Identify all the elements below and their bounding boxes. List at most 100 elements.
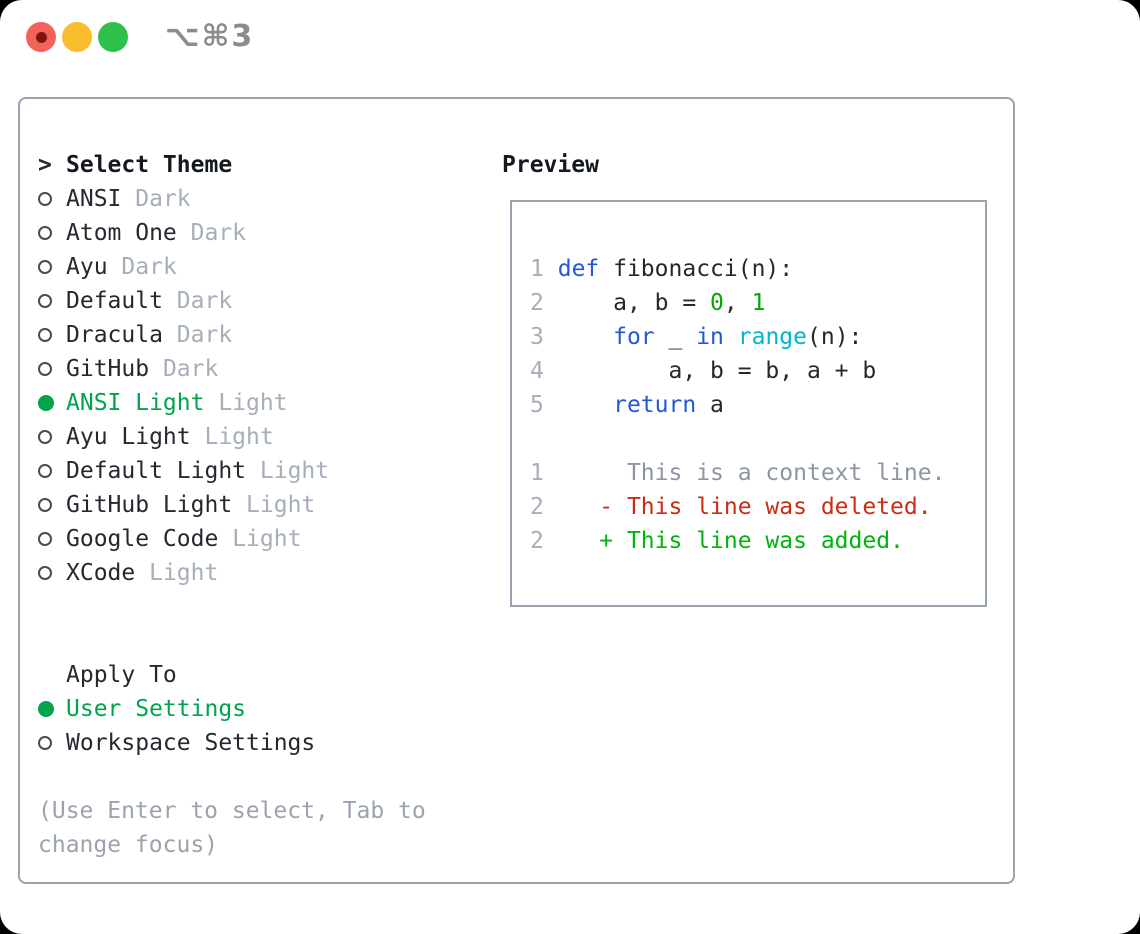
code-token: _ <box>654 324 697 350</box>
code-token: a, b = b, a + b <box>557 358 877 384</box>
theme-option-default-dark[interactable]: Default Dark <box>38 284 426 318</box>
theme-option-google-code[interactable]: Google Code Light <box>38 522 426 556</box>
theme-variant: Dark <box>176 322 233 348</box>
radio-selected-icon <box>38 701 66 717</box>
theme-variant: Dark <box>176 288 233 314</box>
radio-unselected-icon <box>38 736 66 750</box>
code-token <box>558 392 613 418</box>
apply-to-header: Apply To <box>38 658 426 692</box>
line-number: 1 <box>530 256 544 282</box>
theme-label: ANSI <box>66 186 122 212</box>
radio-unselected-icon <box>38 430 66 444</box>
code-token: a <box>696 392 724 418</box>
code-line: 3 for _ in range(n): <box>530 320 985 354</box>
theme-option-ayu-light[interactable]: Ayu Light Light <box>38 420 426 454</box>
theme-label: Dracula <box>66 322 163 348</box>
code-line: 2 a, b = 0, 1 <box>530 286 985 320</box>
theme-variant: Light <box>218 390 288 416</box>
line-number: 2 <box>530 528 544 554</box>
keyword-token: return <box>613 392 697 418</box>
theme-variant: Light <box>204 424 274 450</box>
radio-unselected-icon <box>38 260 66 274</box>
radio-unselected-icon <box>38 532 66 546</box>
theme-variant: Dark <box>190 220 247 246</box>
literal-token: 0 <box>710 290 724 316</box>
radio-unselected-icon <box>38 294 66 308</box>
diff-deleted-line: 2 - This line was deleted. <box>530 490 985 524</box>
theme-option-github-dark[interactable]: GitHub Dark <box>38 352 426 386</box>
theme-option-ansi-dark[interactable]: ANSI Dark <box>38 182 426 216</box>
theme-variant: Light <box>232 526 302 552</box>
keyword-token: def <box>557 256 600 282</box>
theme-label: Default <box>66 288 163 314</box>
line-number: 2 <box>530 290 544 316</box>
window-titlebar: ⌥⌘3 <box>0 0 1140 75</box>
radio-unselected-icon <box>38 566 66 580</box>
apply-option-workspace-settings[interactable]: Workspace Settings <box>38 726 426 760</box>
help-text-line2: change focus) <box>38 832 219 858</box>
diff-context-text: This is a context line. <box>557 460 946 486</box>
radio-unselected-icon <box>38 226 66 240</box>
theme-option-ansi-light[interactable]: ANSI Light Light <box>38 386 426 420</box>
line-number: 4 <box>530 358 544 384</box>
radio-unselected-icon <box>38 192 66 206</box>
traffic-lights <box>26 22 128 52</box>
theme-label: GitHub <box>66 356 150 382</box>
diff-added-line: 2 + This line was added. <box>530 524 985 558</box>
code-line: 5 return a <box>530 388 985 422</box>
preview-title: Preview <box>502 152 599 178</box>
code-token <box>724 324 738 350</box>
theme-label: XCode <box>66 560 136 586</box>
code-line: 1 def fibonacci(n): <box>530 252 985 286</box>
apply-to-title: Apply To <box>66 662 177 688</box>
keyword-token: in <box>696 324 724 350</box>
minimize-button[interactable] <box>62 22 92 52</box>
theme-variant: Dark <box>162 356 219 382</box>
theme-option-atom-one-dark[interactable]: Atom One Dark <box>38 216 426 250</box>
theme-label: Ayu Light <box>66 424 191 450</box>
theme-variant: Light <box>149 560 219 586</box>
code-token <box>558 324 613 350</box>
theme-label: ANSI Light <box>66 390 205 416</box>
theme-label: GitHub Light <box>66 492 233 518</box>
radio-unselected-icon <box>38 328 66 342</box>
theme-option-ayu-dark[interactable]: Ayu Dark <box>38 250 426 284</box>
line-number: 1 <box>530 460 544 486</box>
zoom-button[interactable] <box>98 22 128 52</box>
diff-added-text: + This line was added. <box>557 528 904 554</box>
radio-selected-icon <box>38 395 66 411</box>
code-token: , <box>723 290 752 316</box>
literal-token: 1 <box>751 290 766 316</box>
theme-label: Google Code <box>66 526 219 552</box>
radio-unselected-icon <box>38 498 66 512</box>
code-token: fibonacci(n): <box>599 256 794 282</box>
theme-option-default-light[interactable]: Default Light Light <box>38 454 426 488</box>
theme-option-github-light[interactable]: GitHub Light Light <box>38 488 426 522</box>
theme-variant: Light <box>246 492 316 518</box>
apply-option-user-settings[interactable]: User Settings <box>38 692 426 726</box>
theme-list-header: > Select Theme <box>38 148 426 182</box>
theme-list-title: Select Theme <box>66 152 233 178</box>
theme-variant: Dark <box>121 254 177 280</box>
theme-picker-panel: > Select Theme ANSI Dark Atom One Dark A… <box>18 97 1015 884</box>
diff-context-line: 1 This is a context line. <box>530 456 985 490</box>
close-button[interactable] <box>26 22 56 52</box>
theme-option-dracula-dark[interactable]: Dracula Dark <box>38 318 426 352</box>
theme-label: Atom One <box>66 220 177 246</box>
diff-deleted-text: - This line was deleted. <box>557 494 932 520</box>
radio-unselected-icon <box>38 464 66 478</box>
line-number: 2 <box>530 494 544 520</box>
line-number: 5 <box>530 392 544 418</box>
help-text-line1: (Use Enter to select, Tab to <box>38 798 426 824</box>
theme-label: Ayu <box>66 254 108 280</box>
help-text: (Use Enter to select, Tab to change focus… <box>38 794 426 862</box>
window-shortcut-label: ⌥⌘3 <box>165 19 255 54</box>
builtin-token: range <box>737 324 808 350</box>
apply-option-label: User Settings <box>66 696 247 722</box>
line-number: 3 <box>530 324 544 350</box>
theme-list: > Select Theme ANSI Dark Atom One Dark A… <box>38 148 426 862</box>
code-preview: 1 def fibonacci(n): 2 a, b = 0, 1 3 for _… <box>512 202 985 558</box>
radio-unselected-icon <box>38 362 66 376</box>
theme-option-xcode[interactable]: XCode Light <box>38 556 426 590</box>
